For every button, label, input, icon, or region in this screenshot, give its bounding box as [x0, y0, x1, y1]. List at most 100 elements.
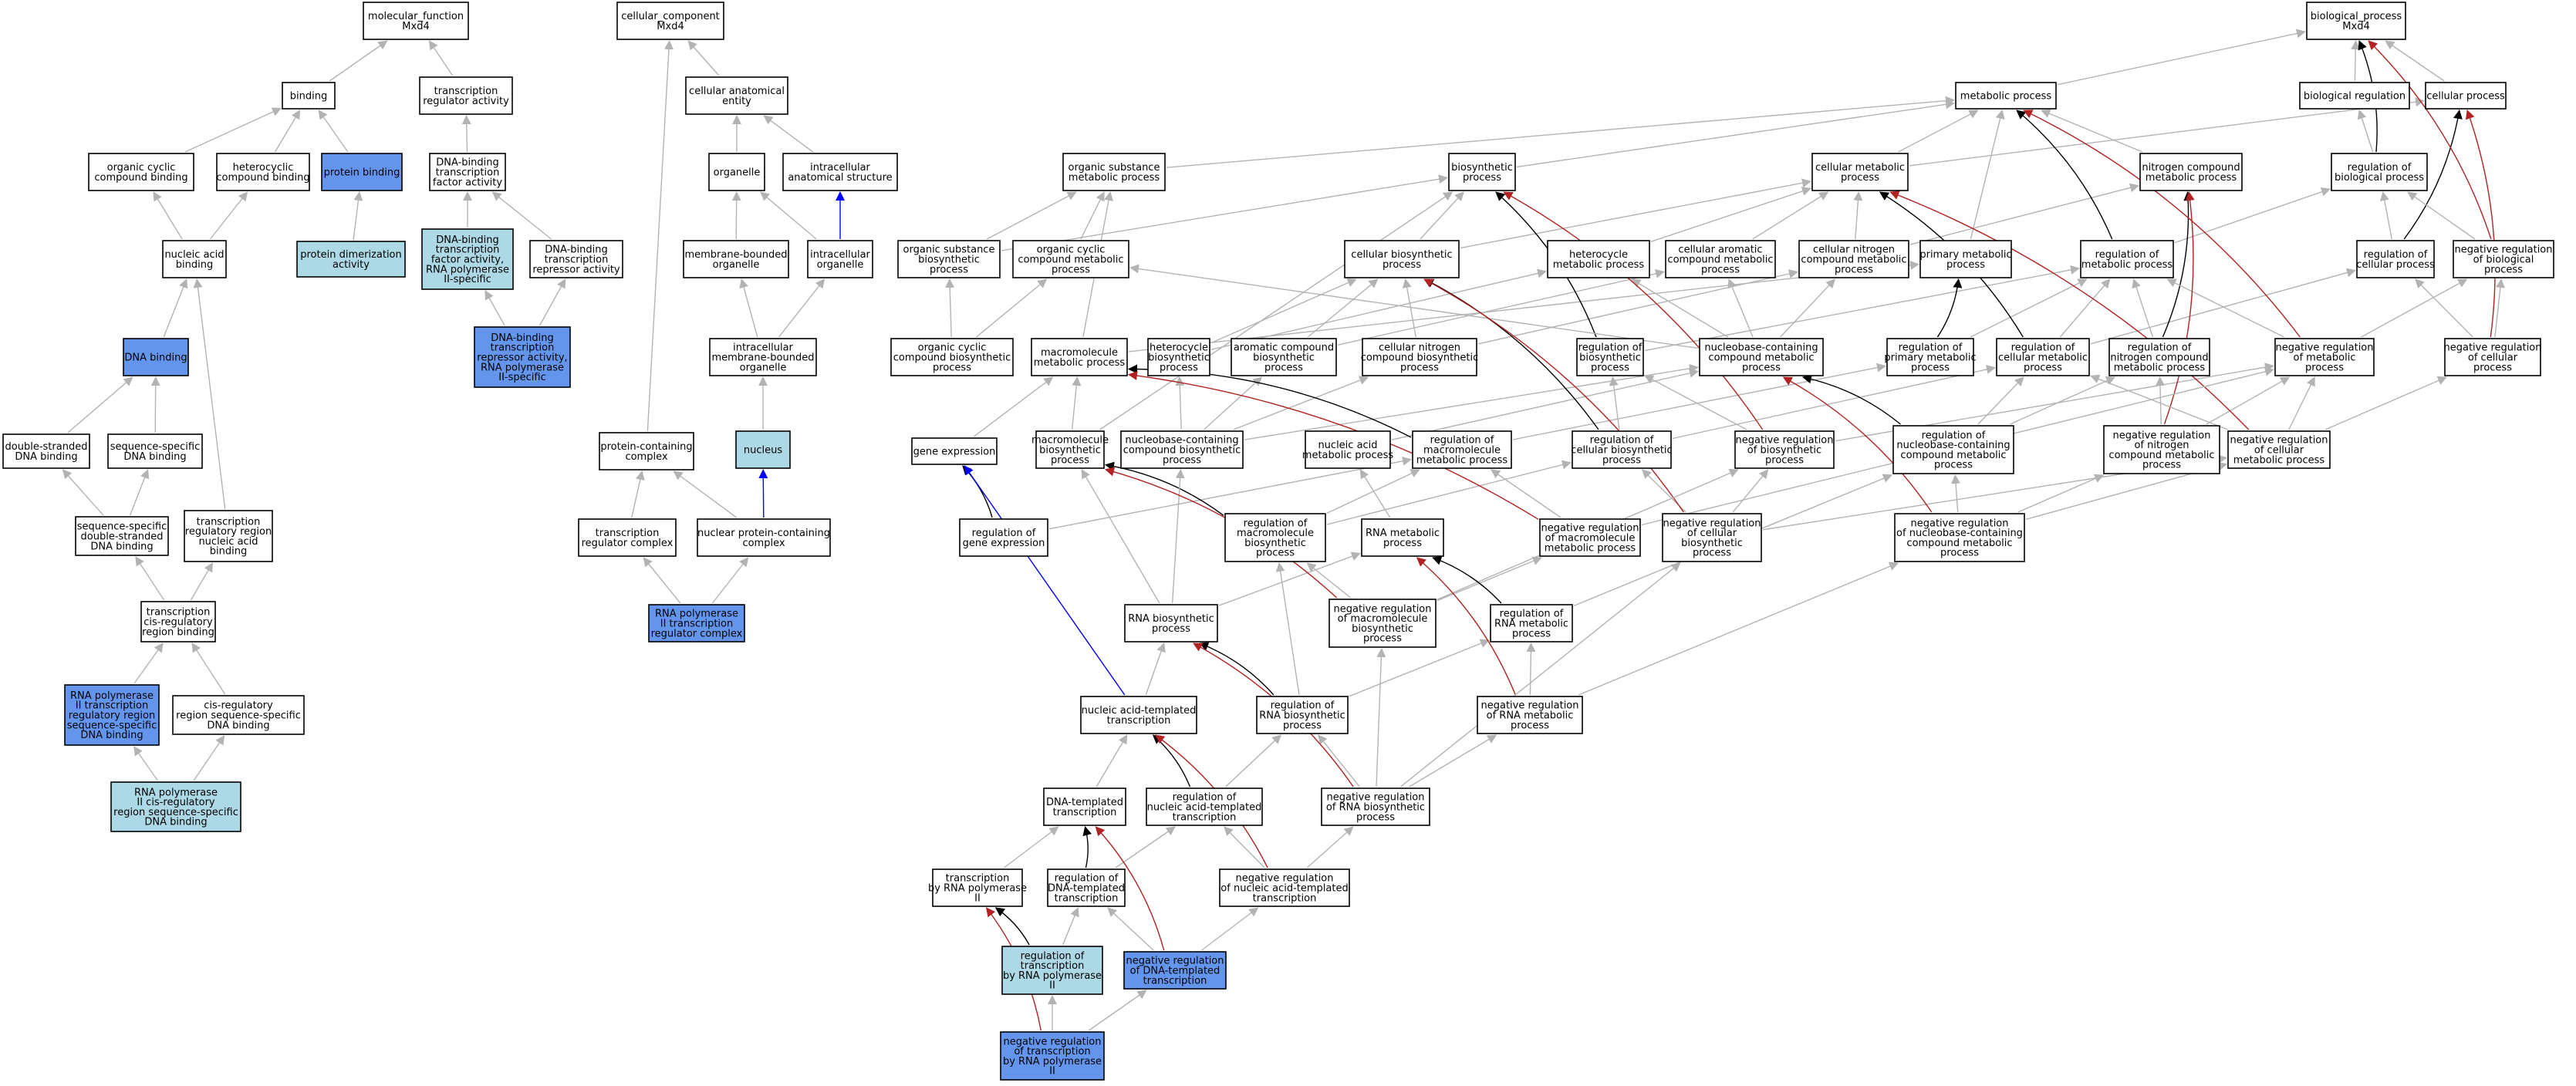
- go-term-node-cp[interactable]: cellular process: [2425, 82, 2507, 110]
- go-term-box: [1699, 338, 1824, 376]
- go-term-node-pb[interactable]: protein binding: [321, 153, 403, 191]
- go-term-node-binding[interactable]: binding: [282, 82, 336, 110]
- go-term-node-rmbp[interactable]: regulation ofmacromoleculebiosyntheticpr…: [1224, 513, 1326, 562]
- go-term-node-mp[interactable]: metabolic process: [1955, 82, 2057, 110]
- go-term-node-ge[interactable]: gene expression: [911, 437, 998, 465]
- go-term-box: [2103, 425, 2220, 474]
- go-term-box: [429, 153, 506, 191]
- go-term-node-br[interactable]: biological regulation: [2299, 82, 2410, 110]
- is-a-edge: [673, 470, 738, 518]
- go-term-node-nucleus[interactable]: nucleus: [735, 430, 791, 469]
- go-term-label: process: [1602, 454, 1641, 466]
- go-term-node-organelle[interactable]: organelle: [708, 153, 765, 191]
- go-term-node-rnbcmp[interactable]: regulation ofnucleobase-containingcompou…: [1892, 425, 2014, 474]
- go-term-node-dnab[interactable]: DNA binding: [123, 338, 189, 376]
